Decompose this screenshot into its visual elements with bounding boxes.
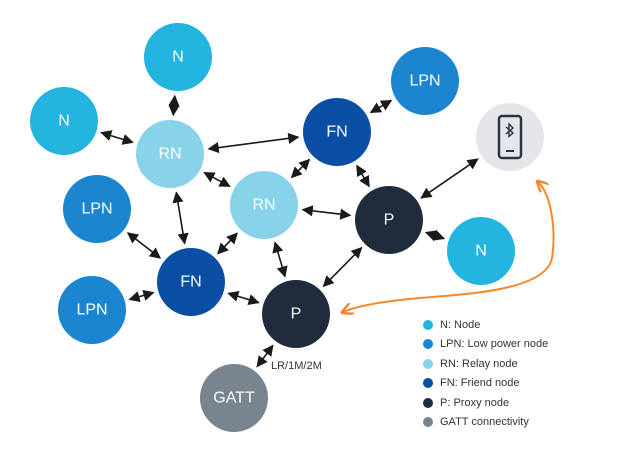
node-circle-fn-top [303,98,371,166]
legend: N: Node LPN: Low power node RN: Relay no… [423,315,623,432]
edge-rn-left-fn-top [207,132,300,154]
smartphone-bluetooth-icon [476,103,544,171]
node-circle-lpn-bottom-left [58,276,126,344]
edge-fn-top-p-right [356,164,370,188]
node-label-p-right: P [384,212,395,229]
phone-to-proxy-path [343,182,555,312]
node-p-bottom: P [262,280,330,348]
edge-lpn-bottom-left-fn-bottom [128,289,155,303]
node-label-lpn-bottom-left: LPN [76,302,107,319]
node-label-p-bottom: P [291,306,302,323]
node-lpn-bottom-left: LPN [58,276,126,344]
legend-item-gatt: GATT connectivity [423,413,623,433]
node-n-right: N [447,217,515,285]
node-fn-top: FN [303,98,371,166]
legend-swatch-relay-node [423,358,433,369]
edge-lpn-left-fn-bottom [126,232,162,259]
nodes: N N N LPN LPN LPN RN RN FN FN P P GATT [30,23,515,432]
edge-fn-bottom-rn-center [217,232,238,255]
legend-item-relay-node: RN: Relay node [423,354,623,374]
edge-rn-center-fn-top [290,158,311,179]
node-circle-gatt [200,364,268,432]
edge-rn-left-rn-center [203,171,231,188]
node-circle-n-left [30,87,98,155]
edge-rn-left-fn-bottom [172,191,189,245]
node-label-gatt: GATT [213,390,255,407]
node-circle-p-right [355,186,423,254]
node-fn-bottom: FN [157,248,225,316]
legend-item-node: N: Node [423,315,623,335]
node-circle-rn-center [230,171,298,239]
node-n-top: N [144,23,212,91]
node-rn-left: RN [136,120,204,188]
node-n-left: N [30,87,98,155]
node-gatt: GATT [200,364,268,432]
node-circle-n-right [447,217,515,285]
node-circle-p-bottom [262,280,330,348]
edge-rn-center-p-bottom [272,241,288,278]
node-label-rn-center: RN [252,197,275,214]
edge-p-bottom-gatt [256,344,274,368]
node-label-rn-left: RN [158,146,181,163]
node-circle-n-top [144,23,212,91]
legend-item-low-power-node: LPN: Low power node [423,335,623,355]
node-label-lpn-top-right: LPN [409,73,440,90]
node-label-fn-top: FN [326,124,347,141]
edge-rn-center-p-right [301,205,352,220]
legend-item-friend-node: FN: Friend node [423,374,623,394]
node-circle-lpn-left [63,175,131,243]
legend-swatch-proxy-node [423,397,433,408]
node-label-n-top: N [172,49,184,66]
edge-p-right-p-bottom [322,246,363,288]
edge-p-right-n-right [424,230,446,241]
edge-p-right-phone [420,158,479,199]
legend-swatch-low-power-node [423,339,433,350]
bluetooth-icon [505,122,515,139]
node-label-n-right: N [475,243,487,260]
node-circle-rn-left [136,120,204,188]
legend-swatch-friend-node [423,378,433,389]
edge-n-top-rn-left [168,94,180,117]
node-p-right: P [355,186,423,254]
legend-swatch-gatt [423,417,433,428]
node-label-n-left: N [58,113,70,130]
edge-n-left-rn-left [100,130,134,145]
node-label-lpn-left: LPN [81,201,112,218]
edge-fn-bottom-p-bottom [227,290,260,306]
node-lpn-left: LPN [63,175,131,243]
edge-lpn-top-right-fn-top [369,99,393,114]
legend-item-proxy-node: P: Proxy node [423,393,623,413]
node-circle-fn-bottom [157,248,225,316]
link-label-lr-1m-2m: LR/1M/2M [271,360,322,372]
node-circle-lpn-top-right [391,47,459,115]
node-label-fn-bottom: FN [180,274,201,291]
node-rn-center: RN [230,171,298,239]
node-lpn-top-right: LPN [391,47,459,115]
legend-swatch-node [423,319,433,330]
